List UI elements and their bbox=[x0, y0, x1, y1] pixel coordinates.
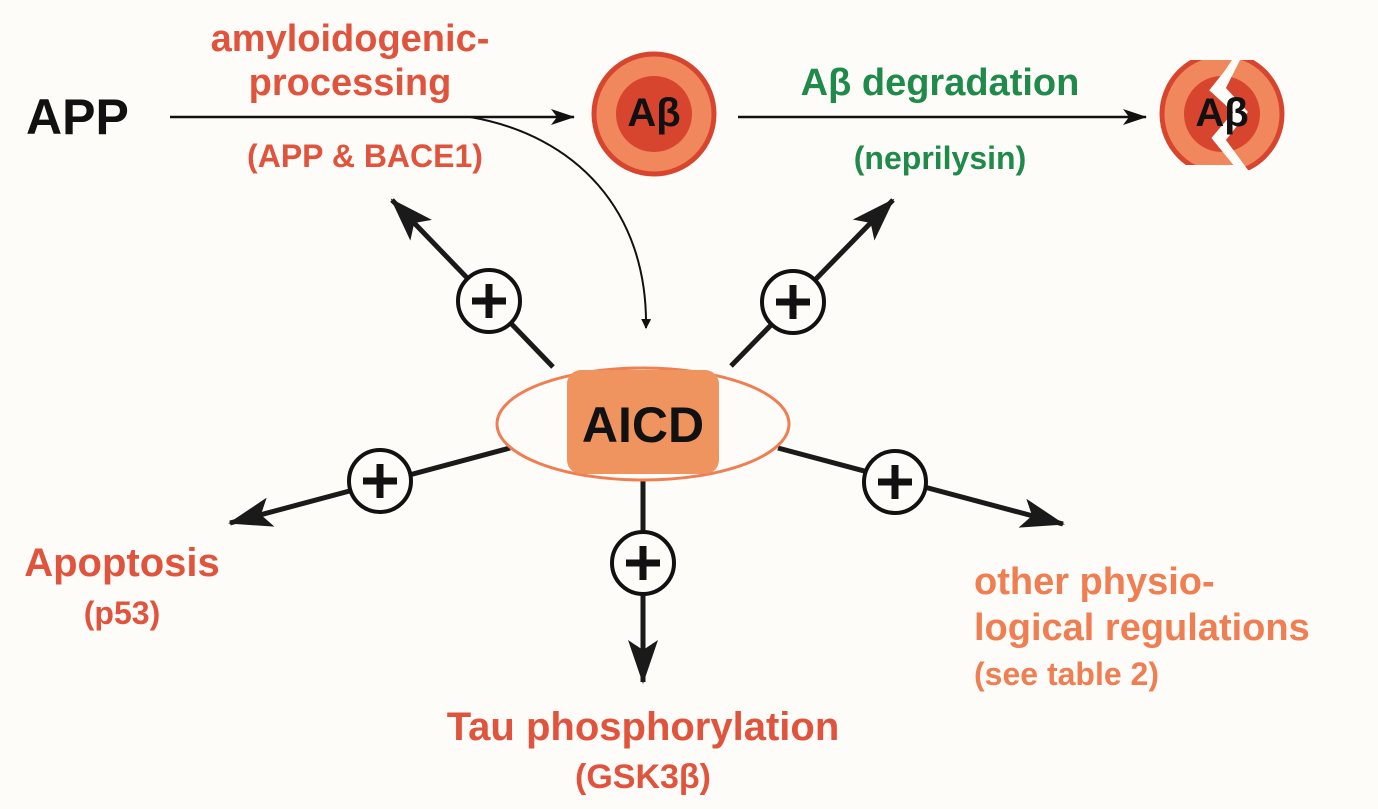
plus-circle-icon bbox=[760, 269, 826, 335]
other-line2: logical regulations bbox=[974, 607, 1310, 649]
see-table-label: (see table 2) bbox=[974, 656, 1159, 692]
aicd-ellipse bbox=[495, 366, 791, 482]
amyloidogenic-processing-label: amyloidogenic- processing bbox=[160, 20, 540, 102]
app-to-aicd-curved-arrow bbox=[469, 116, 652, 329]
other-line1: other physio- bbox=[974, 561, 1215, 603]
plus-circle-icon bbox=[862, 449, 928, 515]
amyloid-enzymes-label: (APP & BACE1) bbox=[247, 138, 483, 174]
neprilysin-label: (neprilysin) bbox=[853, 140, 1027, 176]
apoptosis-label: Apoptosis bbox=[24, 541, 220, 585]
p53-label: (p53) bbox=[83, 595, 161, 631]
abeta-degradation-label: Aβ degradation bbox=[800, 62, 1080, 104]
plus-circle-icon bbox=[456, 268, 522, 334]
plus-circle-icon bbox=[610, 530, 676, 596]
broken-abeta-icon bbox=[1159, 58, 1285, 170]
amyloid-line2: processing bbox=[248, 62, 452, 104]
abeta-circle bbox=[591, 51, 717, 177]
amyloid-line1: amyloidogenic- bbox=[210, 18, 490, 60]
abeta-label: Aβ bbox=[627, 91, 681, 135]
aicd-label: AICD bbox=[581, 397, 705, 453]
plus-circle-icon bbox=[347, 448, 413, 514]
gsk3b-label: (GSK3β) bbox=[575, 758, 711, 796]
app-label: APP bbox=[26, 89, 129, 145]
tau-phosphorylation-label: Tau phosphorylation bbox=[446, 705, 840, 749]
other-regulations-label: other physio- logical regulations bbox=[974, 563, 1310, 647]
broken-abeta-label: Aβ bbox=[1195, 91, 1249, 135]
